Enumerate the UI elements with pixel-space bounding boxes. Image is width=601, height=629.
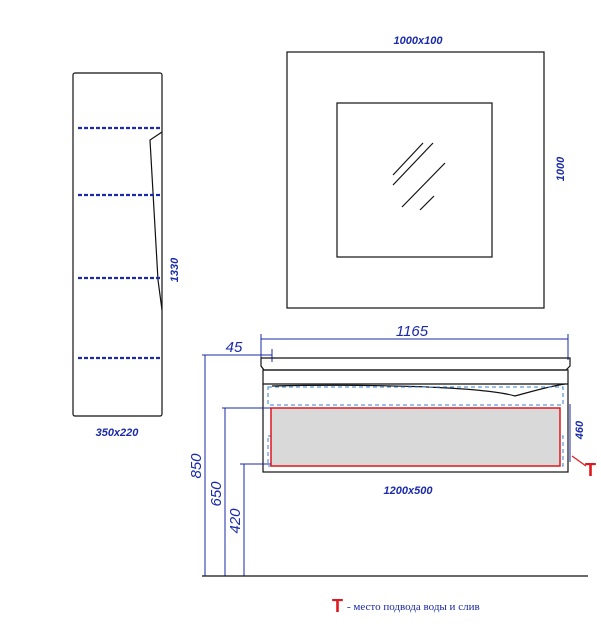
column-height-label: 1330 (169, 257, 181, 282)
legend-text: - место подвода воды и слив (347, 601, 480, 613)
mirror-frame (286, 51, 545, 309)
legend-marker: T (332, 596, 343, 616)
cabinet-depth-label: 460 (574, 420, 586, 440)
column-size-label: 350x220 (96, 427, 140, 439)
connection-marker: T (585, 460, 596, 480)
mirror-glass (336, 102, 493, 258)
column-door-curve (149, 131, 163, 311)
mirror-reflection-icon (392, 142, 446, 211)
column-outline (72, 72, 163, 417)
countertop (260, 357, 571, 371)
height-dimensions: 850 650 420 (188, 355, 588, 577)
mirror-height-label: 1000 (555, 156, 567, 181)
vanity-cabinet: 1165 45 460 T 1200x500 (202, 323, 596, 497)
upper-drawer-guide (267, 386, 564, 406)
mirror-size-label: 1000x100 (394, 35, 444, 47)
column-cabinet: 1330 350x220 (72, 72, 181, 439)
mirror: 1000x100 1000 (286, 35, 567, 309)
height-650-label: 650 (208, 481, 225, 507)
legend: T - место подвода воды и слив (332, 596, 480, 616)
cabinet-size-label: 1200x500 (384, 485, 434, 497)
offset-label: 45 (226, 339, 243, 356)
height-420-label: 420 (227, 508, 244, 534)
basin-curve (271, 383, 566, 397)
cabinet-body (262, 369, 569, 473)
cabinet-width-label: 1165 (396, 323, 429, 340)
drawer-front (270, 407, 561, 467)
height-850-label: 850 (188, 453, 205, 479)
